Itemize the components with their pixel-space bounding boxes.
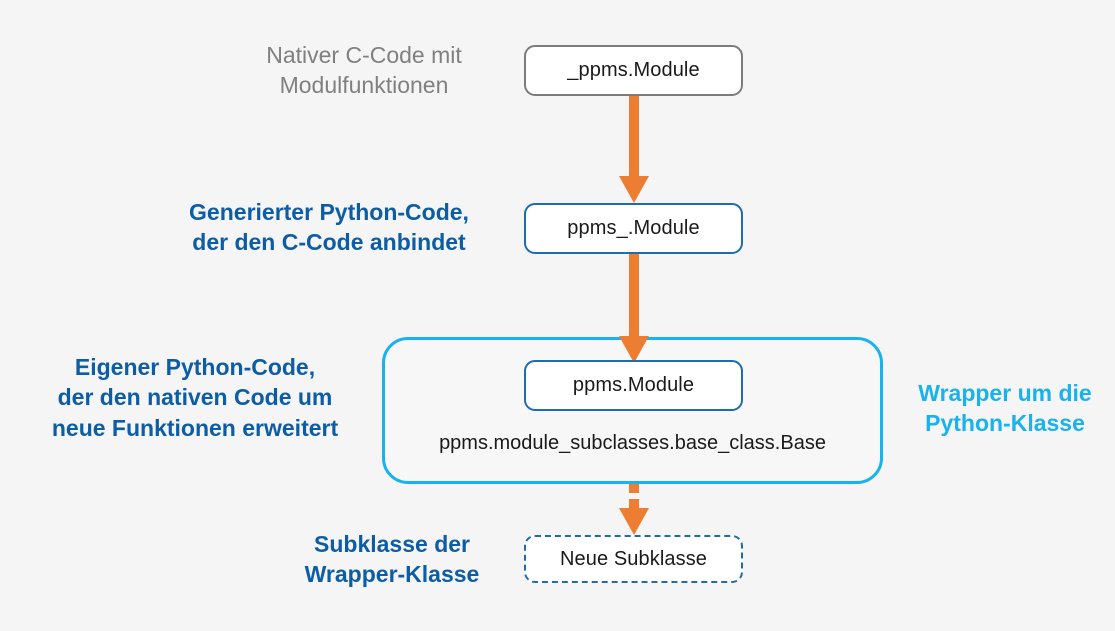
node-neue-subklasse[interactable]: Neue Subklasse xyxy=(524,535,743,583)
arrow-generated-to-wrapper xyxy=(612,254,656,364)
label-wrapper-python-class-line2: Python-Klasse xyxy=(925,410,1085,437)
node-ppms-module-native[interactable]: _ppms.Module xyxy=(524,45,743,96)
label-native-c-code-line1: Nativer C-Code mit xyxy=(266,42,462,68)
node-neue-subklasse-label: Neue Subklasse xyxy=(559,547,708,570)
label-wrapper-python-class: Wrapper um die Python-Klasse xyxy=(895,378,1115,439)
base-class-path-text: ppms.module_subclasses.base_class.Base xyxy=(439,432,826,454)
node-ppms-module-generated-label: ppms_.Module xyxy=(567,217,700,239)
arrow-wrapper-to-subclass xyxy=(612,484,656,536)
label-native-c-code-line2: Modulfunktionen xyxy=(279,72,449,99)
label-wrapper-python-class-line1: Wrapper um die xyxy=(918,380,1092,406)
label-generated-python-code-line1: Generierter Python-Code, xyxy=(189,199,469,225)
node-ppms-module-generated[interactable]: ppms_.Module xyxy=(524,203,743,254)
label-own-python-code-line3: neue Funktionen erweitert xyxy=(51,414,339,441)
label-generated-python-code: Generierter Python-Code, der den C-Code … xyxy=(163,197,495,258)
label-subclass-of-wrapper-line2: Wrapper-Klasse xyxy=(304,561,480,588)
arrow-native-to-generated xyxy=(612,96,656,204)
label-own-python-code-line2: der den nativen Code um xyxy=(57,384,333,411)
label-own-python-code: Eigener Python-Code, der den nativen Cod… xyxy=(30,352,360,443)
node-ppms-module-wrapper[interactable]: ppms.Module xyxy=(524,360,743,411)
label-native-c-code: Nativer C-Code mit Modulfunktionen xyxy=(233,40,495,101)
node-ppms-module-wrapper-label: ppms.Module xyxy=(572,374,695,396)
label-subclass-of-wrapper: Subklasse der Wrapper-Klasse xyxy=(288,529,496,590)
label-generated-python-code-line2: der den C-Code anbindet xyxy=(192,229,466,256)
base-class-path: ppms.module_subclasses.base_class.Base xyxy=(402,432,863,455)
node-ppms-module-native-label: _ppms.Module xyxy=(567,59,700,81)
label-own-python-code-line1: Eigener Python-Code, xyxy=(74,354,316,380)
label-subclass-of-wrapper-line1: Subklasse der xyxy=(314,531,470,557)
